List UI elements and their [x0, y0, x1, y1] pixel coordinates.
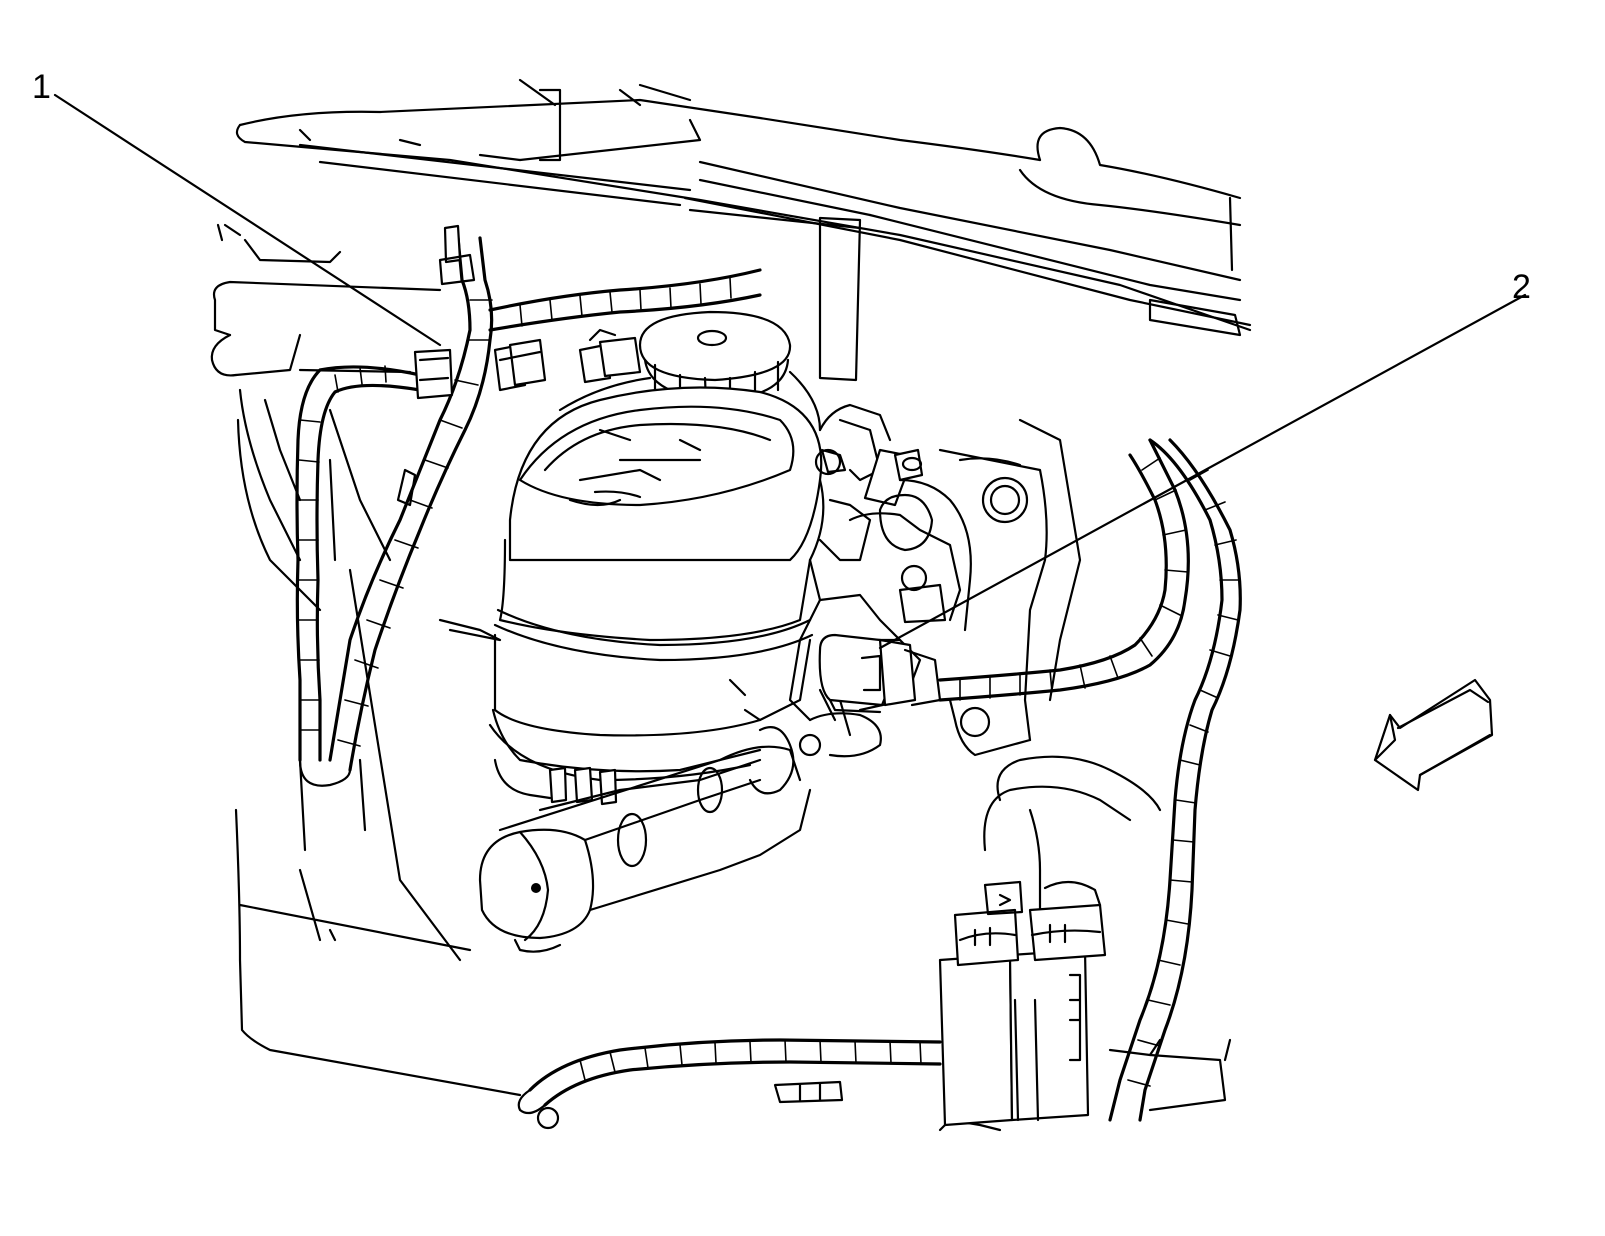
callout-leader-lines [53, 93, 1527, 650]
callout-1-label: 1 [32, 68, 51, 106]
abs-modulator [788, 403, 972, 758]
front-arrow-icon [1373, 678, 1494, 792]
right-wiring-harness [938, 438, 1242, 1122]
lower-wiring-harness [517, 1038, 1002, 1132]
left-fender [210, 223, 522, 1097]
left-wiring-harness [295, 224, 762, 787]
brake-fluid-reservoir [488, 310, 825, 806]
cowl-panel [235, 78, 1252, 382]
master-cylinder [478, 678, 812, 953]
callout-2-label: 2 [1512, 268, 1531, 306]
abs-connector [818, 633, 942, 714]
bulkhead-flange [938, 418, 1082, 757]
control-module-connectors [938, 755, 1232, 1127]
